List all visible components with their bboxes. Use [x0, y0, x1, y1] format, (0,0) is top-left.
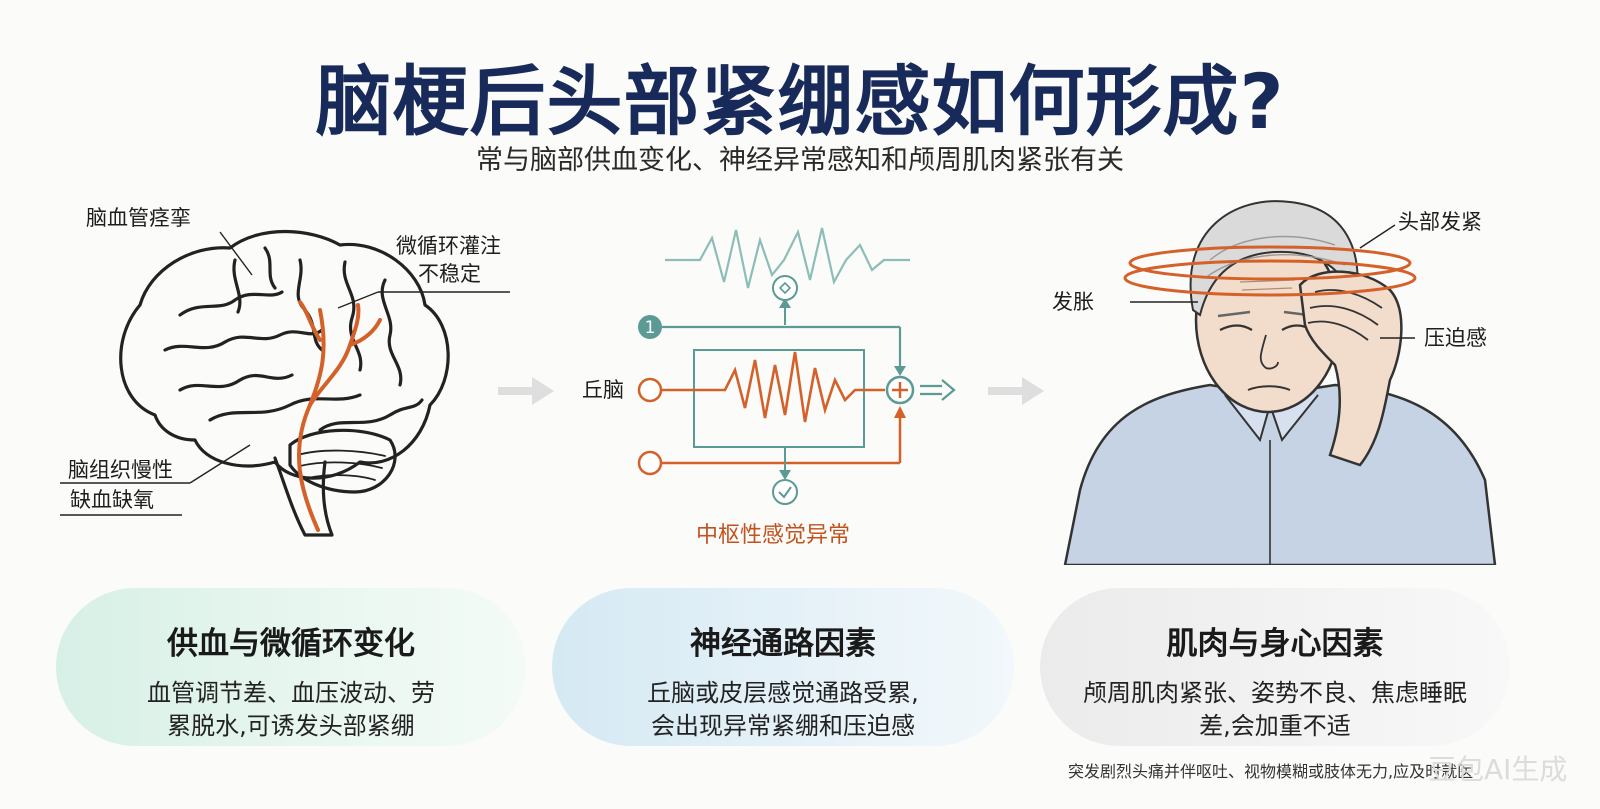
arrow-right-icon — [498, 377, 554, 405]
elderly-man-illustration — [1063, 200, 1497, 565]
card-blood-supply: 供血与微循环变化 血管调节差、血压波动、劳累脱水,可诱发头部紧绷 — [56, 588, 526, 746]
brain-outline — [119, 229, 450, 480]
node-1-number: 1 — [645, 318, 656, 338]
shirt — [1063, 383, 1497, 565]
label-microcirculation-line2: 不稳定 — [418, 262, 481, 286]
label-ischemia-line2: 缺血缺氧 — [70, 488, 154, 512]
page-subtitle: 常与脑部供血变化、神经异常感知和颅周肌肉紧张有关 — [476, 145, 1124, 176]
card-text-line1: 颅周肌肉紧张、姿势不良、焦虑睡眠 — [1083, 679, 1467, 707]
tension-ring — [1123, 259, 1417, 297]
arrow-right-icon — [988, 377, 1044, 405]
card-neural-pathway: 神经通路因素 丘脑或皮层感觉通路受累, 会出现异常紧绷和压迫感 — [552, 588, 1014, 746]
footnote-warning: 突发剧烈头痛并伴呕吐、视物模糊或肢体无力,应及时就医 — [1068, 762, 1474, 781]
card-text-line2: 差,会加重不适 — [1199, 712, 1351, 740]
node-1 — [638, 315, 662, 339]
label-swelling: 发胀 — [1052, 290, 1094, 314]
card-title: 神经通路因素 — [690, 626, 876, 662]
card-muscle-psychological: 肌肉与身心因素 颅周肌肉紧张、姿势不良、焦虑睡眠差,会加重不适 — [1040, 588, 1510, 746]
brain-illustration — [60, 229, 510, 537]
center-caption: 中枢性感觉异常 — [696, 523, 851, 548]
neural-circuit-diagram: 1 — [637, 227, 956, 505]
hand — [1298, 270, 1403, 467]
label-thalamus: 丘脑 — [582, 378, 624, 402]
node-input-3 — [637, 450, 663, 476]
card-text-line1: 血管调节差、血压波动、劳 — [147, 679, 435, 707]
artery-main — [297, 308, 326, 532]
node-thalamus — [637, 377, 663, 403]
card-text-line1: 丘脑或皮层感觉通路受累, — [647, 679, 919, 707]
label-ischemia-line1: 脑组织慢性 — [68, 458, 173, 482]
label-head-tight: 头部发紧 — [1398, 210, 1482, 234]
brainstem — [273, 456, 334, 537]
card-title: 肌肉与身心因素 — [1166, 626, 1384, 662]
page-title: 脑梗后头部紧绷感如何形成? — [315, 57, 1285, 146]
watermark: 豆包AI生成 — [1428, 753, 1568, 786]
orange-waveform — [710, 351, 885, 423]
cerebellum — [288, 428, 397, 494]
label-vessel-spasm: 脑血管痉挛 — [86, 206, 191, 230]
card-title: 供血与微循环变化 — [167, 626, 415, 662]
label-microcirculation-line1: 微循环灌注 — [396, 234, 501, 258]
card-text-line2: 累脱水,可诱发头部紧绷 — [167, 712, 415, 740]
label-pressure: 压迫感 — [1424, 326, 1487, 350]
card-text-line2: 会出现异常紧绷和压迫感 — [651, 712, 915, 740]
teal-waveform — [665, 227, 910, 289]
